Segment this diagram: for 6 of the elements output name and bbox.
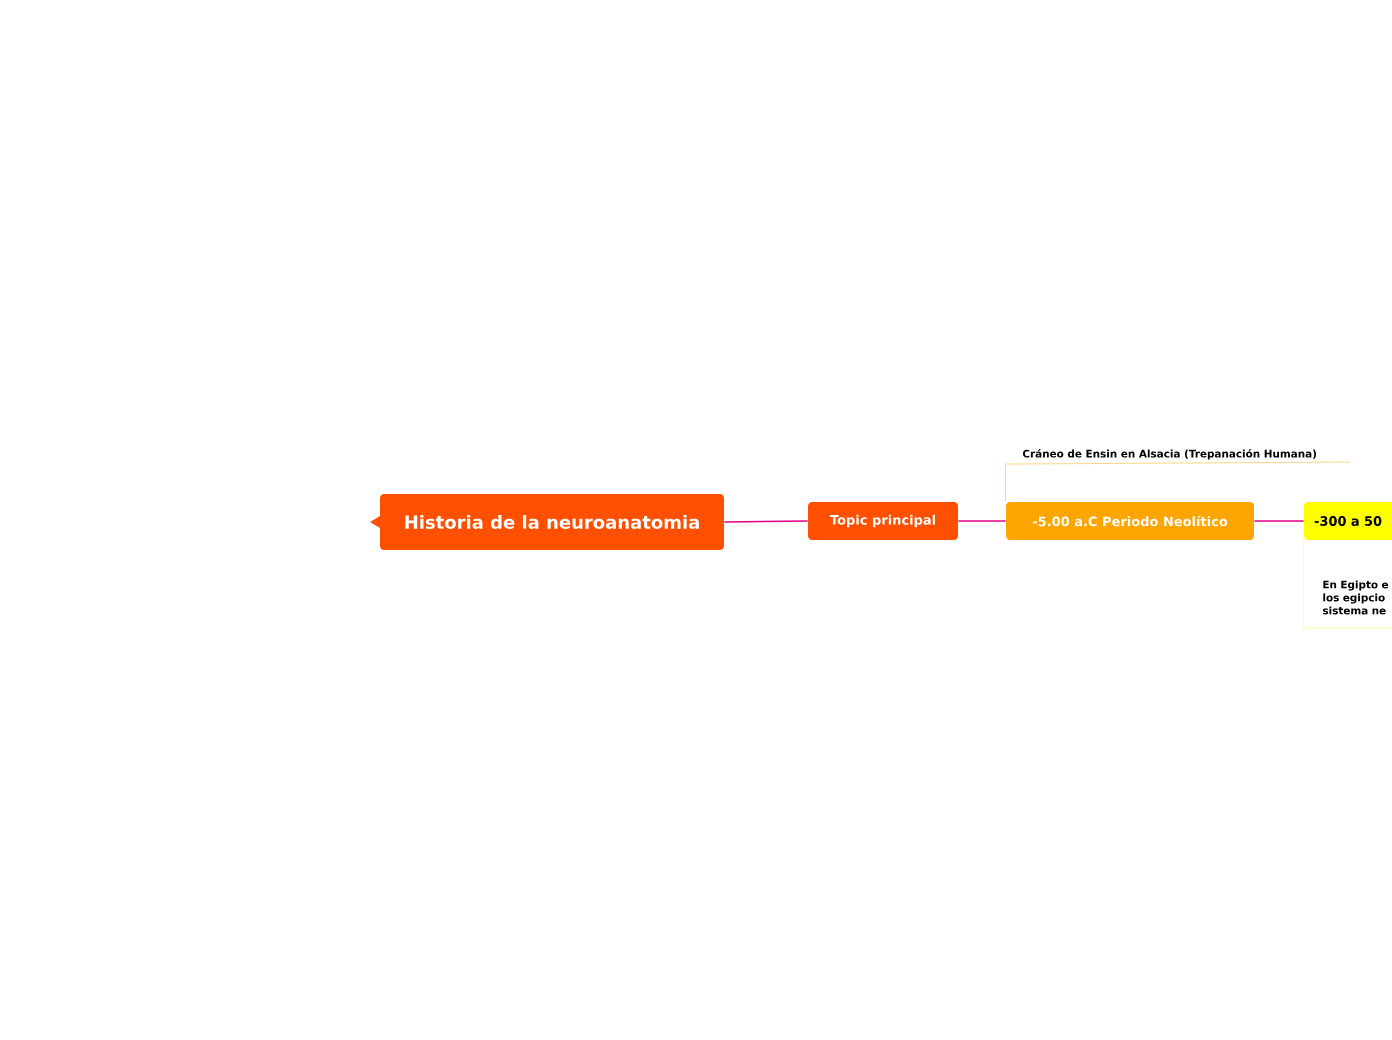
title-box: Historia de la neuroanatomia (380, 494, 724, 550)
connector-line (1005, 461, 1351, 503)
connector-line (723, 520, 809, 523)
connector-line (957, 520, 1007, 522)
connector-line (1253, 520, 1305, 522)
connector-line (1303, 539, 1392, 629)
